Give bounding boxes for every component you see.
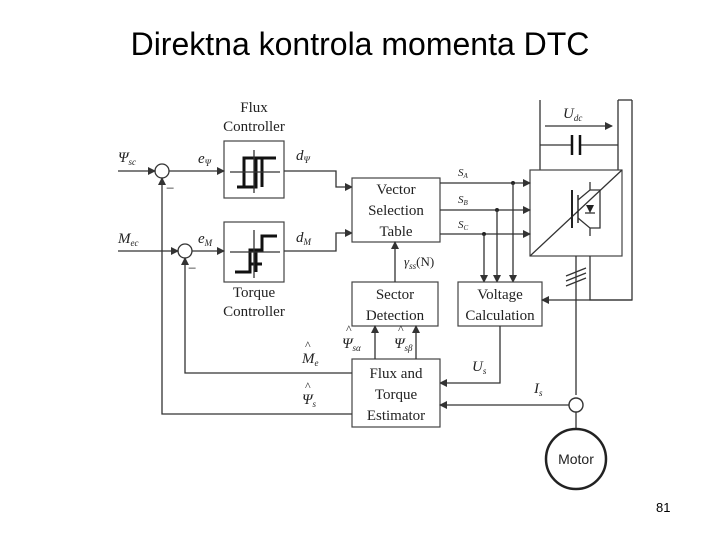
flux-torque-estimator-box — [351, 358, 441, 428]
flux-controller-label-2: Controller — [223, 119, 285, 135]
svg-text:^: ^ — [305, 379, 311, 393]
svg-text:SC: SC — [458, 219, 469, 232]
torque-controller-label-1: Torque — [233, 285, 276, 301]
psi-alpha-symbol: Ψ — [342, 336, 354, 352]
e-psi-symbol: e — [198, 151, 205, 167]
sc-symbol: S — [458, 219, 464, 231]
svg-text:^: ^ — [398, 322, 404, 336]
psi-ref-symbol: Ψ — [118, 150, 130, 166]
svg-text:Mec: Mec — [117, 231, 139, 248]
svg-text:Me: Me — [301, 351, 319, 368]
svg-text:SA: SA — [458, 167, 469, 180]
m-ref-symbol: M — [117, 231, 132, 247]
e-m-symbol: e — [198, 231, 205, 247]
estimator-label-3: Estimator — [367, 408, 425, 424]
torque-controller — [223, 221, 285, 283]
is-symbol: I — [533, 381, 540, 397]
sector-detection-label-2: Detection — [366, 308, 425, 324]
svg-text:γss(N): γss(N) — [404, 254, 434, 271]
vector-selection-label-2: Selection — [368, 203, 424, 219]
psis-hat-symbol: Ψ — [302, 392, 314, 408]
svg-text:Ψsβ: Ψsβ — [394, 336, 413, 353]
flux-sum-junction — [154, 163, 170, 179]
svg-text:SB: SB — [458, 194, 469, 207]
svg-text:eΨ: eΨ — [198, 151, 212, 168]
svg-text:dM: dM — [296, 230, 312, 247]
d-m-symbol: d — [296, 230, 304, 246]
slide-title: Direktna kontrola momenta DTC — [130, 26, 590, 62]
flux-minus-sign: − — [166, 181, 174, 197]
me-hat-symbol: M — [301, 351, 316, 367]
us-symbol: U — [472, 359, 484, 375]
igbt-switch-icon — [571, 182, 601, 236]
d-psi-symbol: d — [296, 148, 304, 164]
voltage-calculation-label-2: Calculation — [465, 308, 535, 324]
estimator-label-2: Torque — [375, 387, 418, 403]
svg-text:Ψs: Ψs — [302, 392, 317, 409]
svg-text:Is: Is — [533, 381, 543, 398]
svg-text:^: ^ — [305, 338, 311, 352]
svg-text:dΨ: dΨ — [296, 148, 311, 165]
motor-label: Motor — [558, 451, 594, 467]
flux-controller — [223, 140, 285, 199]
sector-detection-box — [351, 281, 439, 327]
voltage-calculation-box — [457, 281, 543, 327]
inverter-power-stage — [529, 99, 633, 491]
psi-beta-symbol: Ψ — [394, 336, 406, 352]
svg-text:^: ^ — [346, 322, 352, 336]
sb-symbol: S — [458, 194, 464, 206]
gamma-symbol: γ — [404, 254, 410, 269]
svg-text:Us: Us — [472, 359, 487, 376]
motor-circle — [544, 427, 608, 491]
svg-text:eM: eM — [198, 231, 213, 248]
estimator-label-1: Flux and — [370, 366, 423, 382]
svg-text:Udc: Udc — [563, 106, 582, 123]
sa-symbol: S — [458, 167, 464, 179]
torque-minus-sign: − — [188, 261, 196, 277]
udc-symbol: U — [563, 106, 575, 122]
flux-controller-label-1: Flux — [240, 100, 268, 116]
torque-sum-junction — [177, 243, 193, 259]
torque-controller-label-2: Controller — [223, 304, 285, 320]
page-number: 81 — [656, 500, 671, 515]
svg-text:Ψsα: Ψsα — [342, 336, 361, 353]
vector-selection-label-1: Vector — [376, 182, 415, 198]
vector-selection-table-box — [351, 177, 441, 243]
sector-detection-label-1: Sector — [376, 287, 414, 303]
svg-text:Ψsc: Ψsc — [118, 150, 136, 167]
voltage-calculation-label-1: Voltage — [477, 287, 523, 303]
vector-selection-label-3: Table — [379, 224, 412, 240]
